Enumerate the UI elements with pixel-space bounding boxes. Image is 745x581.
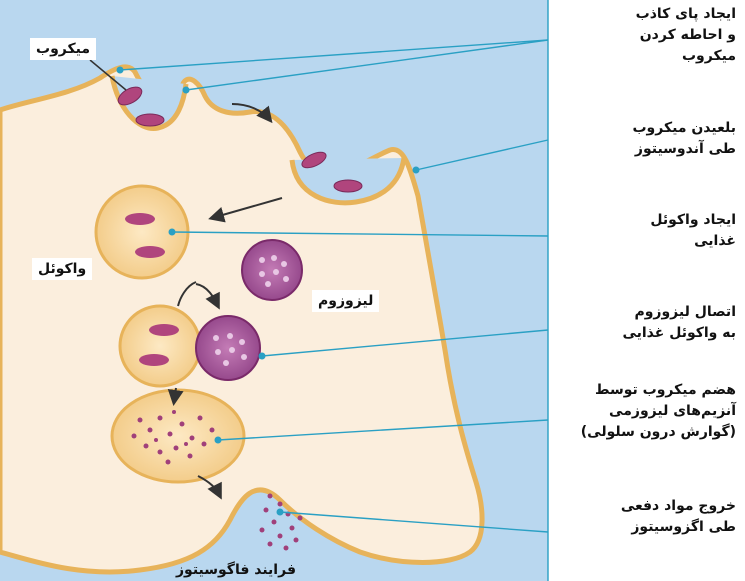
step-lysosome-fusion-label: اتصال لیزوزوم به واکوئل غذایی	[556, 302, 736, 344]
fusing-lysosome	[196, 316, 260, 380]
lysosome	[242, 240, 302, 300]
microbe	[125, 213, 155, 225]
figure-caption: فرایند فاگوسیتوز	[176, 562, 296, 578]
microbe	[139, 354, 169, 366]
lysosome-label: لیزوزوم	[312, 290, 379, 312]
step-digestion-label: هضم میکروب توسط آنزیم‌های لیزوزمی (گوارش…	[556, 380, 736, 443]
microbe	[136, 114, 164, 126]
microbe-label: میکروب	[30, 38, 96, 60]
vacuole-label: واکوئل	[32, 258, 92, 280]
step-endocytosis-label: بلعیدن میکروب طی آندوسیتوز	[556, 118, 736, 160]
right-panel	[548, 0, 745, 581]
microbe	[135, 246, 165, 258]
step-exocytosis-label: خروج مواد دفعی طی اگزوسیتوز	[556, 496, 736, 538]
microbe	[334, 180, 362, 192]
microbe	[149, 324, 179, 336]
step-pseudopod-label: ایجاد پای کاذب و احاطه کردن میکروب	[556, 4, 736, 67]
step-food-vacuole-label: ایجاد واکوئل غذایی	[556, 210, 736, 252]
fusing-vacuole	[120, 306, 200, 386]
